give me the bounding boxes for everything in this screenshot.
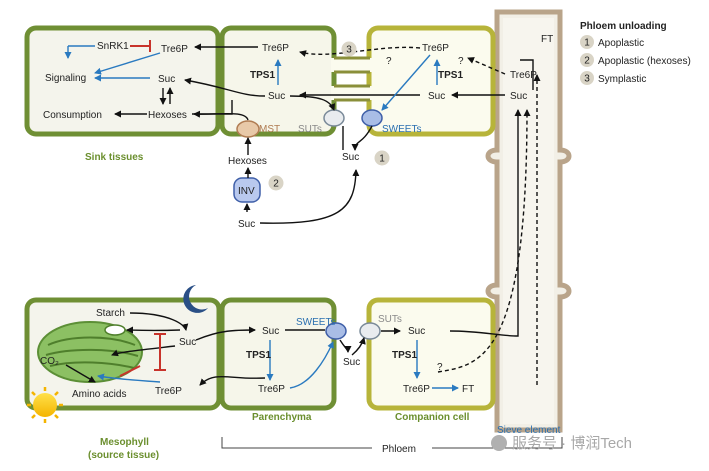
marker-3: 3 [341,41,357,57]
source-companion-cell [366,297,496,411]
par-suc-label: Suc [268,91,285,102]
sink-suc-label: Suc [158,74,175,85]
sieve-question-label: ? [458,56,464,67]
svg-text:2: 2 [273,179,279,190]
svg-text:1: 1 [584,38,590,49]
consumption-label: Consumption [43,110,102,121]
source-arrows [65,312,459,392]
scc-tps1-label: TPS1 [392,350,417,361]
svg-text:3: 3 [346,45,352,56]
sink-companion-cell [366,25,496,137]
sink-hexoses-label: Hexoses [148,110,187,121]
meso-suc-label: Suc [179,337,196,348]
sieve-element-label: Sieve element [497,425,561,436]
sweets-label: SWEETs [382,124,421,135]
marker-2: 2 [268,175,284,191]
sink-cell [24,25,221,137]
sweet-transporter-icon [361,109,383,127]
sieve-tre6p-label: Tre6P [510,70,537,81]
sut-transporter-source-icon [359,322,381,340]
snrk1-label: SnRK1 [97,41,129,52]
watermark: 服务号 · 博润Tech [491,435,632,452]
phloem-bracket: Phloem [221,437,563,455]
scc-tre6p-label: Tre6P [403,384,430,395]
svg-text:2: 2 [584,56,590,67]
watermark-text: 服务号 · 博润Tech [512,435,632,452]
legend-item-1: Apoplastic [598,38,644,49]
spar-tre6p-label: Tre6P [258,384,285,395]
inv-label: INV [238,186,255,197]
apoplast-hexoses-label: Hexoses [228,156,267,167]
meso-tre6p-label: Tre6P [155,386,182,397]
sieve-element [485,9,572,433]
sieve-ft-label: FT [541,34,553,45]
phloem-label: Phloem [382,444,416,455]
suts-label: SUTs [298,124,322,135]
sink-tre6p-label: Tre6P [161,44,188,55]
mesophyll-sub-label: (source tissue) [88,450,159,461]
cc-suc-label: Suc [428,91,445,102]
svg-text:3: 3 [584,74,590,85]
sink-tissues-label: Sink tissues [85,152,144,163]
svg-text:1: 1 [379,154,385,165]
scc-suts-label: SUTs [378,314,402,325]
mst-transporter-icon [236,120,260,138]
apoplast-suc-out-label: Suc [342,152,359,163]
spar-sweets-label: SWEETs [296,317,335,328]
legend: Phloem unloading 1 Apoplastic 2 Apoplast… [580,21,691,85]
legend-title: Phloem unloading [580,21,667,32]
scc-suc-label: Suc [408,326,425,337]
apoplast-suc-in-label: Suc [238,219,255,230]
scc-ft-label: FT [462,384,474,395]
inv-enzyme-icon [233,177,261,203]
sut-transporter-icon [323,109,345,127]
cc-tps1-label: TPS1 [438,70,463,81]
sieve-flow-arrows [437,59,541,385]
mesophyll-label: Mesophyll [100,437,149,448]
parenchyma-label: Parenchyma [252,412,312,423]
sink-companion-arrows [259,46,506,224]
scc-question-label: ? [437,362,443,373]
legend-item-2: Apoplastic (hexoses) [598,56,691,67]
sieve-suc-label: Suc [510,91,527,102]
mst-label: MST [259,124,280,135]
apoplast-source-suc-label: Suc [343,357,360,368]
sink-parenchyma-arrows [184,43,336,212]
par-tre6p-label: Tre6P [262,43,289,54]
cc-question-label: ? [386,56,392,67]
cc-tre6p-label: Tre6P [422,43,449,54]
legend-item-3: Symplastic [598,74,646,85]
co2-label: CO₂ [40,356,59,367]
signaling-label: Signaling [45,73,86,84]
par-tps1-label: TPS1 [250,70,275,81]
sun-icon [27,387,63,423]
starch-label: Starch [96,308,125,319]
plasmodesma-channel [331,56,373,102]
spar-tps1-label: TPS1 [246,350,271,361]
marker-1: 1 [374,150,390,166]
spar-suc-label: Suc [262,326,279,337]
companion-cell-label: Companion cell [395,412,470,423]
moon-icon [183,285,208,313]
amino-acids-label: Amino acids [72,389,126,400]
sweet-transporter-source-icon [325,322,347,340]
